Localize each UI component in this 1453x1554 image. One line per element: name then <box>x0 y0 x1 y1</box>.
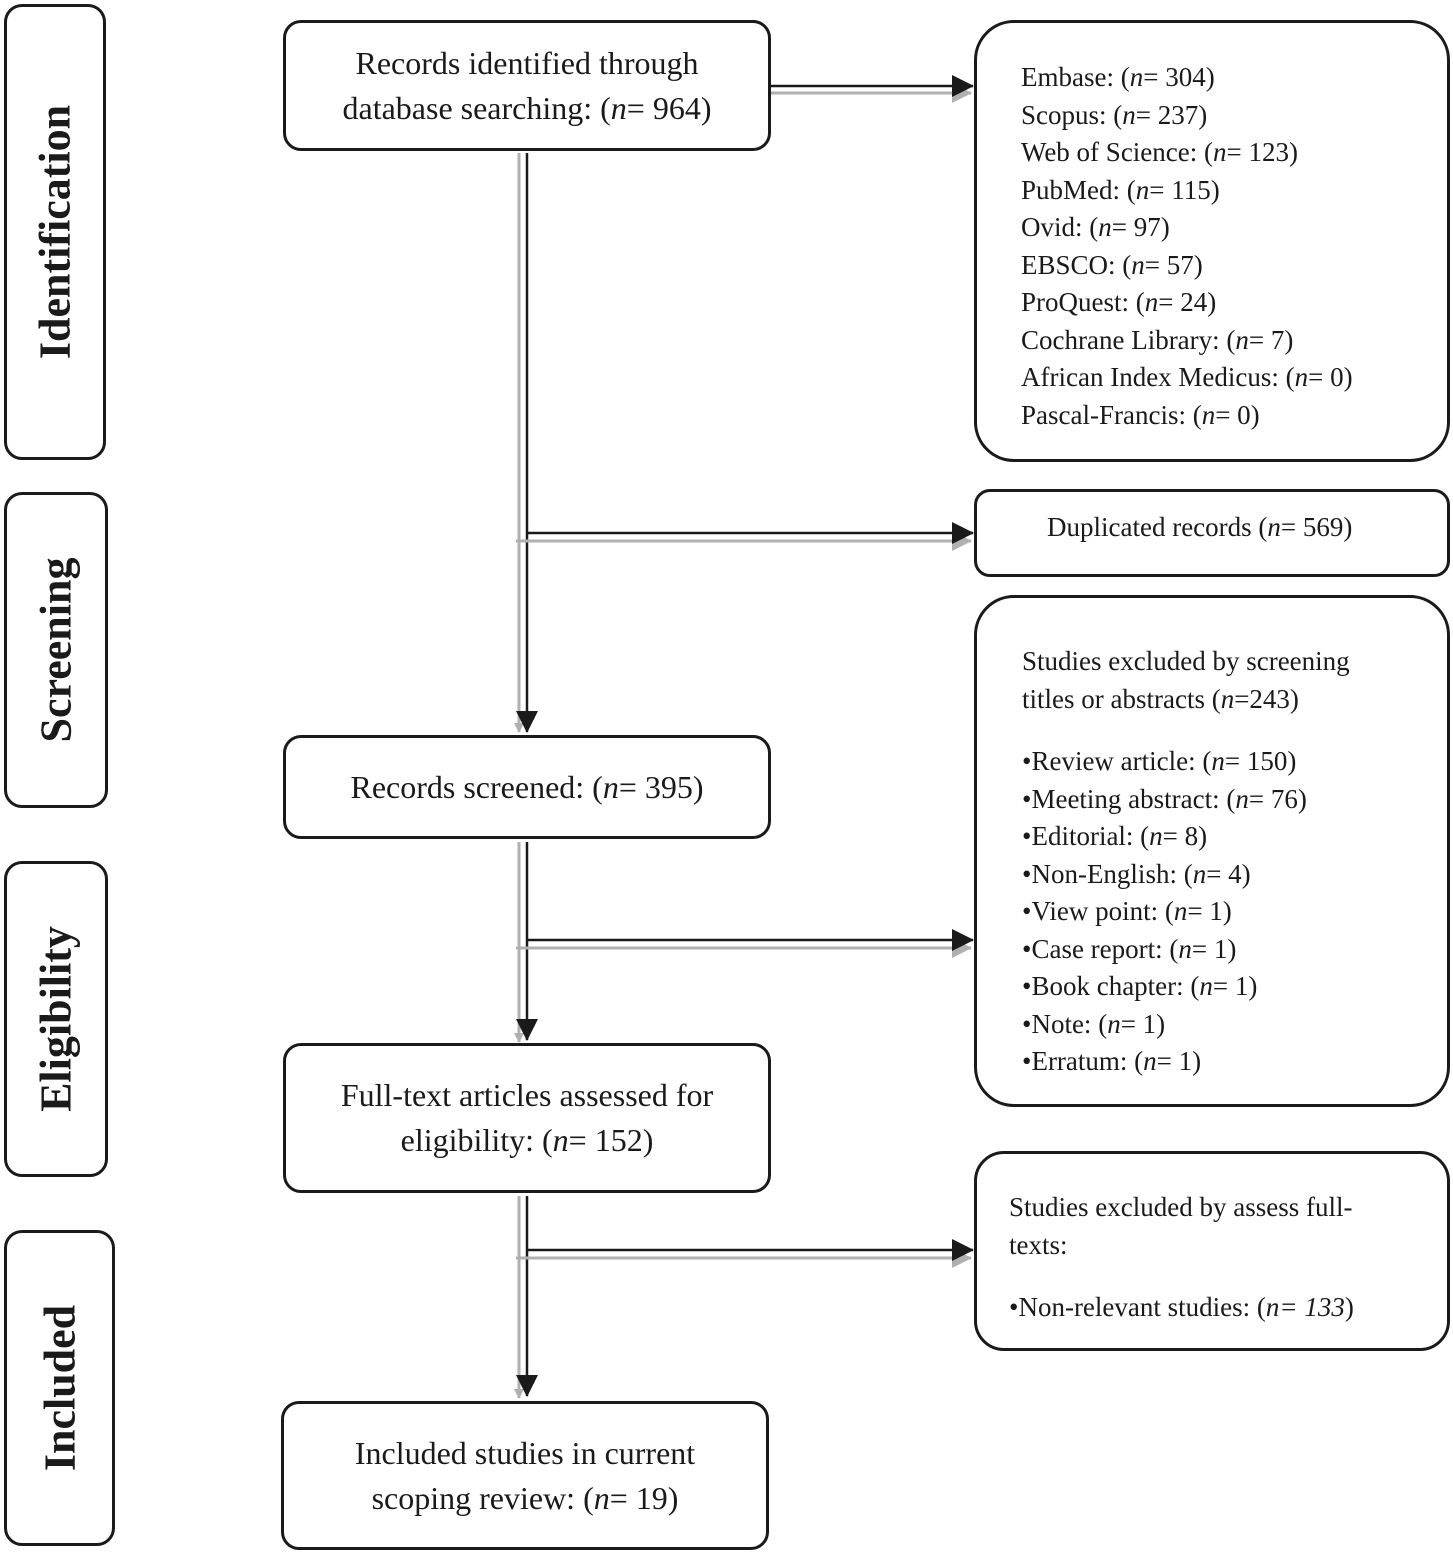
n-symbol: n <box>1199 971 1213 1001</box>
exclusion-item: •Note: (n= 1) <box>1022 1008 1166 1039</box>
box-line: database searching: (n= 964) <box>342 89 712 126</box>
n-symbol: n <box>1235 783 1249 814</box>
screening-exclusions-box: Studies excluded by screening titles or … <box>974 595 1450 1107</box>
screening-exclusion-list: •Review article: (n= 150) •Meeting abstra… <box>1022 743 1447 1081</box>
n-symbol: n <box>1267 512 1281 542</box>
stage-label-screening: Screening <box>31 557 81 743</box>
exclusion-item: •Non-English: (n= 4) <box>1022 858 1251 889</box>
fulltext-exclusions-box: Studies excluded by assess full- texts: … <box>974 1151 1450 1351</box>
n-symbol: n <box>1192 858 1207 889</box>
stage-label-identification: Identification <box>30 104 80 360</box>
n-symbol: n <box>593 1479 610 1516</box>
exclusion-heading-line: Studies excluded by assess full- <box>1009 1192 1353 1222</box>
exclusion-item: •Case report: (n= 1) <box>1022 933 1237 964</box>
database-item: Cochrane Library: (n= 7) <box>1021 324 1294 355</box>
n-symbol: n <box>1098 212 1112 242</box>
n-symbol: n <box>602 768 619 805</box>
database-item: Ovid: (n= 97) <box>1021 212 1170 242</box>
exclusion-item: •Non-relevant studies: (n= 133) <box>1009 1292 1354 1322</box>
n-symbol: n= 133 <box>1265 1292 1345 1322</box>
n-symbol: n <box>1178 933 1192 964</box>
box-line: eligibility: (n= 152) <box>400 1122 654 1158</box>
database-item: Pascal-Francis: (n= 0) <box>1021 399 1260 430</box>
n-symbol: n <box>552 1122 569 1158</box>
database-item: Scopus: (n= 237) <box>1021 99 1208 130</box>
exclusion-item: •View point: (n= 1) <box>1022 896 1232 926</box>
exclusion-item: •Editorial: (n= 8) <box>1022 821 1208 851</box>
stage-label-included: Included <box>35 1304 84 1472</box>
exclusion-item: •Review article: (n= 150) <box>1022 746 1297 776</box>
n-symbol: n <box>1131 249 1145 280</box>
n-symbol: n <box>1122 99 1136 130</box>
exclusion-heading-line: texts: <box>1009 1229 1068 1260</box>
n-symbol: n <box>1129 62 1144 92</box>
n-symbol: n <box>1144 287 1159 317</box>
stage-screening: Screening <box>4 492 108 808</box>
database-item: EBSCO: (n= 57) <box>1021 249 1203 280</box>
exclusion-item: •Book chapter: (n= 1) <box>1022 971 1258 1001</box>
n-symbol: n <box>1201 399 1216 430</box>
stage-identification: Identification <box>4 4 106 460</box>
exclusion-item: •Meeting abstract: (n= 76) <box>1022 783 1307 814</box>
n-symbol: n <box>1173 896 1188 926</box>
duplicates-line: Duplicated records (n= 569) <box>1047 512 1353 542</box>
n-symbol: n <box>1235 324 1249 355</box>
stage-included: Included <box>4 1230 115 1546</box>
box-line: Records identified through <box>355 44 699 81</box>
n-symbol: n <box>1220 683 1235 714</box>
database-item: Embase: (n= 304) <box>1021 62 1215 92</box>
n-symbol: n <box>1143 1046 1157 1076</box>
exclusion-item: •Erratum: (n= 1) <box>1022 1046 1202 1076</box>
stage-label-eligibility: Eligibility <box>31 926 81 1112</box>
box-line: Full-text articles assessed for <box>340 1077 714 1113</box>
n-symbol: n <box>610 89 627 126</box>
database-item: PubMed: (n= 115) <box>1021 174 1220 205</box>
n-symbol: n <box>1135 174 1150 205</box>
n-symbol: n <box>1211 746 1225 776</box>
database-item: Web of Science: (n= 123) <box>1021 137 1298 167</box>
stage-eligibility: Eligibility <box>4 861 108 1177</box>
included-studies-box: Included studies in current scoping revi… <box>281 1401 769 1550</box>
n-symbol: n <box>1294 362 1309 392</box>
full-text-assessed-box: Full-text articles assessed for eligibil… <box>283 1043 771 1193</box>
duplicates-box: Duplicated records (n= 569) <box>974 489 1450 577</box>
n-symbol: n <box>1149 821 1163 851</box>
databases-box: Embase: (n= 304) Scopus: (n= 237) Web of S… <box>974 20 1450 462</box>
n-symbol: n <box>1213 137 1227 167</box>
records-identified-box: Records identified through database sear… <box>283 20 771 151</box>
database-list: Embase: (n= 304) Scopus: (n= 237) Web of S… <box>1021 59 1447 434</box>
box-line: Included studies in current <box>354 1434 696 1471</box>
box-line: scoping review: (n= 19) <box>371 1479 679 1516</box>
exclusion-heading-line: titles or abstracts (n=243) <box>1022 683 1299 714</box>
exclusion-heading-line: Studies excluded by screening <box>1022 646 1350 676</box>
box-line: Records screened: (n= 395) <box>350 768 704 805</box>
database-item: ProQuest: (n= 24) <box>1021 287 1217 317</box>
n-symbol: n <box>1107 1008 1121 1039</box>
records-screened-box: Records screened: (n= 395) <box>283 735 771 839</box>
database-item: African Index Medicus: (n= 0) <box>1021 362 1353 392</box>
